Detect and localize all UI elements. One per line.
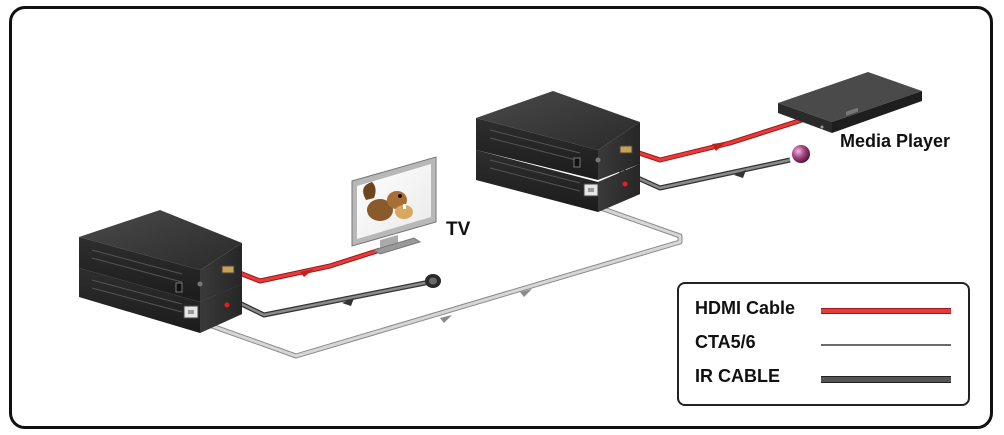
tv-label: TV: [446, 219, 471, 240]
hdmi-port-icon: [619, 145, 633, 154]
cat-arrow-icon: [440, 315, 452, 323]
ir-arrow-icon: [342, 298, 354, 306]
cat-line-swatch: [821, 344, 951, 346]
legend-label: IR CABLE: [695, 366, 780, 386]
power-switch-icon: [175, 282, 183, 293]
legend-label: HDMI Cable: [695, 298, 796, 318]
cat-cable: [194, 194, 683, 359]
extender-transmitter-icon: [476, 91, 640, 212]
hdmi-line-swatch: [821, 308, 951, 314]
legend-item-ir: IR CABLE: [695, 364, 957, 390]
ir-sensor-icon: [792, 145, 810, 163]
ir-emitter-icon: [425, 274, 441, 288]
hdmi-arrow-icon: [712, 142, 726, 151]
hdmi-port-icon: [221, 265, 235, 274]
legend: HDMI Cable CTA5/6 IR CABLE: [677, 282, 970, 406]
rj45-port-icon: [583, 183, 599, 197]
tv-screen-image: [363, 182, 413, 221]
power-switch-icon: [573, 157, 581, 168]
hdmi-arrow-icon: [300, 269, 314, 277]
ir-line-swatch: [821, 376, 951, 383]
legend-label: CTA5/6: [695, 332, 756, 352]
cat-arrow-icon: [520, 289, 532, 297]
hdmi-cable-display: [231, 247, 381, 284]
ir-arrow-icon: [734, 170, 746, 178]
tv-icon: [351, 156, 437, 255]
hdmi-cable-source: [629, 117, 803, 163]
media-player-icon: [778, 72, 922, 133]
rj45-port-icon: [183, 305, 199, 319]
media-player-label: Media Player: [840, 131, 951, 151]
legend-item-cat: CTA5/6: [695, 330, 957, 356]
extender-receiver-icon: [79, 210, 242, 333]
legend-item-hdmi: HDMI Cable: [695, 296, 957, 322]
